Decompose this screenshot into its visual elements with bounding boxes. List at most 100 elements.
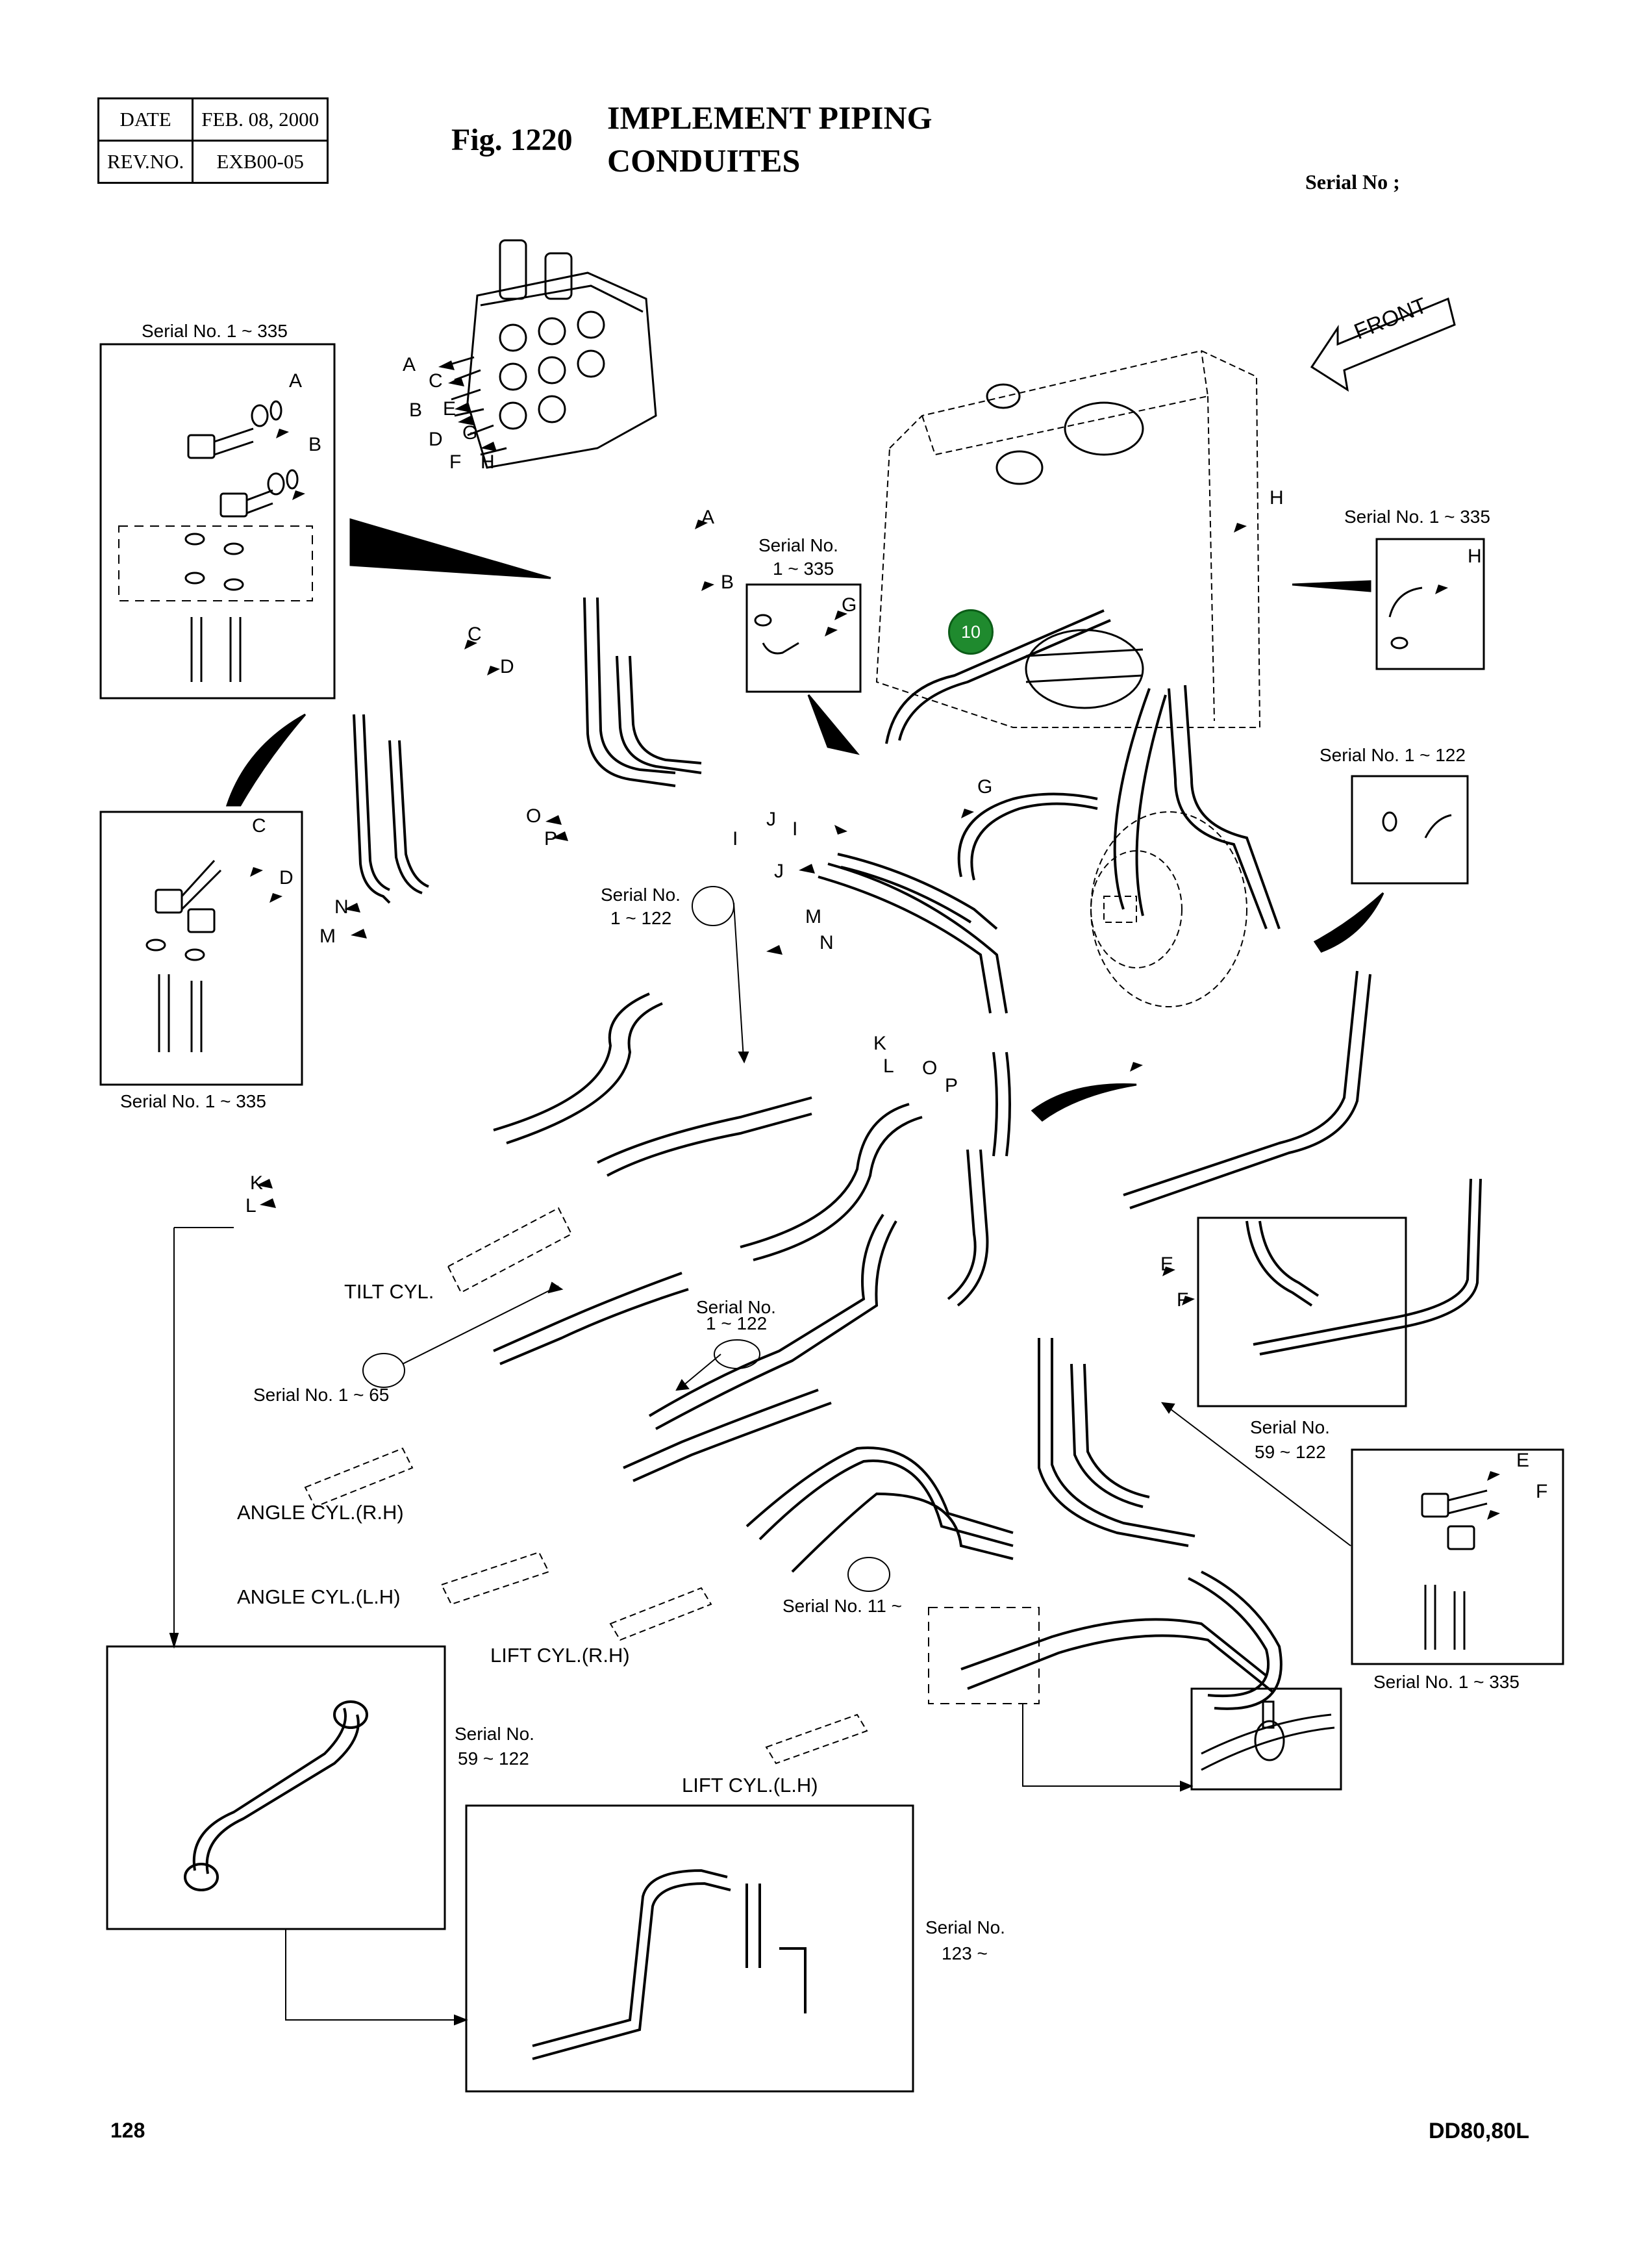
port-letter-e: E — [443, 398, 457, 420]
port-letter-l: L — [883, 1055, 894, 1077]
revision-table: DATE FEB. 08, 2000 REV.NO. EXB00-05 — [97, 97, 329, 184]
port-letter-o: O — [526, 805, 542, 827]
port-letter-i: I — [732, 828, 738, 850]
serial-label-angle-line1: Serial No. — [696, 1297, 776, 1317]
serial-number-header: Serial No ; — [1305, 170, 1400, 194]
label-lift-cyl-lh: LIFT CYL.(L.H) — [682, 1774, 818, 1796]
inset-g-fittings — [754, 614, 799, 655]
port-letter-f: F — [449, 451, 462, 473]
port-letter-d: D — [429, 429, 443, 450]
inset-port-f: F — [1536, 1481, 1548, 1502]
serial-label-lift: Serial No. 11 ~ — [782, 1596, 902, 1616]
port-letter-n-2: N — [820, 932, 834, 953]
inset-box-tilt-59 — [106, 1645, 446, 1930]
inset-port-d: D — [279, 867, 294, 889]
inset-dashed-region — [118, 525, 313, 601]
inset-box-ef-335 — [1351, 1448, 1564, 1665]
inset-box-ef — [1197, 1217, 1407, 1407]
serial-label-angle-line2: 1 ~ 122 — [706, 1313, 768, 1333]
rev-label: REV.NO. — [97, 140, 194, 184]
serial-label-center-line2: 1 ~ 122 — [610, 908, 672, 928]
port-arrows — [250, 360, 1500, 1520]
serial-label-inset-h: Serial No. 1 ~ 335 — [1344, 507, 1490, 527]
port-letter-h: H — [481, 451, 495, 473]
item-marker-circles — [362, 886, 890, 1592]
serial-label-inset-cd: Serial No. 1 ~ 335 — [120, 1091, 266, 1111]
serial-label-g-line2: 1 ~ 335 — [773, 559, 834, 579]
inset-port-e: E — [1516, 1450, 1530, 1471]
date-label: DATE — [97, 97, 194, 142]
cylinders — [304, 1207, 868, 1765]
port-letter-f-2: F — [1177, 1289, 1189, 1311]
inset-tilt-123-tubes — [532, 1869, 807, 2060]
inset-clamp-hoses — [1201, 1700, 1335, 1771]
port-letter-j: J — [766, 809, 776, 830]
item-callout-10: 10 — [948, 609, 994, 655]
inset-tilt-59-tubes — [184, 1700, 368, 1891]
port-letter-c: C — [429, 370, 443, 392]
hydraulic-tank-icon — [875, 349, 1261, 728]
serial-label-inset-ef: Serial No. 1 ~ 335 — [1373, 1672, 1520, 1692]
inset-h-fittings — [1388, 586, 1423, 649]
right-tubes — [1038, 970, 1482, 1547]
serial-label-tilt123-line2: 123 ~ — [942, 1943, 988, 1963]
tubes-cd — [353, 714, 429, 904]
inset-box-tilt-123 — [465, 1804, 914, 2093]
inset-box-serial-122 — [1351, 775, 1469, 885]
pointer-wedge-2 — [1292, 580, 1371, 592]
front-arrow-icon — [1310, 297, 1456, 392]
control-valve-icon — [441, 239, 657, 469]
port-letter-k-2: K — [250, 1172, 264, 1194]
port-letter-g-2: G — [977, 776, 993, 798]
port-letter-l-2: L — [245, 1195, 257, 1217]
inset-box-clamp — [1190, 1687, 1342, 1791]
tank-fittings — [986, 383, 1144, 485]
main-hoses — [818, 609, 1281, 1014]
date-value: FEB. 08, 2000 — [192, 97, 329, 142]
serial-label-inset-122: Serial No. 1 ~ 122 — [1320, 745, 1466, 765]
port-letter-n: N — [334, 896, 349, 918]
cylinder-hoses — [493, 992, 1283, 1710]
port-letter-p: P — [544, 828, 558, 850]
serial-label-tilt123-line1: Serial No. — [925, 1917, 1005, 1937]
pointer-wedge-1 — [349, 518, 551, 579]
label-angle-cyl-lh: ANGLE CYL.(L.H) — [237, 1585, 401, 1608]
serial-label-center-line1: Serial No. — [601, 885, 681, 905]
inset-port-c: C — [252, 815, 266, 837]
port-letter-m: M — [319, 926, 336, 947]
port-letter-b-2: B — [721, 572, 734, 593]
label-angle-cyl-rh: ANGLE CYL.(R.H) — [237, 1501, 404, 1524]
inset-port-h: H — [1468, 546, 1482, 567]
port-letter-p-2: P — [945, 1075, 958, 1096]
pointer-wedge-5 — [1313, 892, 1384, 953]
port-letter-b: B — [409, 399, 423, 421]
port-letter-d-2: D — [500, 656, 514, 677]
connector-lines — [169, 902, 1351, 2026]
serial-label-tilt59-line2: 59 ~ 122 — [458, 1748, 529, 1769]
port-letter-o-2: O — [922, 1057, 938, 1079]
pointer-wedge-4 — [807, 694, 860, 755]
dashed-region-clamp — [928, 1607, 1040, 1704]
serial-label-tilt59-line1: Serial No. — [455, 1724, 534, 1744]
inset-122-fittings — [1382, 811, 1452, 838]
port-letter-a: A — [403, 354, 416, 375]
inset-ab-fittings — [184, 400, 299, 682]
model-number: DD80,80L — [1429, 2119, 1529, 2143]
pointer-wedge-6 — [1031, 1083, 1137, 1122]
port-letter-a-2: A — [701, 507, 715, 528]
figure-number: Fig. 1220 — [451, 123, 573, 157]
pointer-wedge-3 — [225, 713, 307, 807]
inset-cd-fittings — [145, 859, 222, 1052]
inset-box-ab — [99, 343, 336, 700]
page-subtitle: CONDUITES — [607, 142, 801, 179]
inset-box-h — [1375, 538, 1485, 670]
serial-label-ef-line2: 59 ~ 122 — [1255, 1442, 1326, 1462]
port-letter-g: G — [462, 422, 478, 444]
inset-port-a: A — [289, 370, 303, 392]
inset-box-cd — [99, 811, 303, 1086]
inset-port-b: B — [308, 434, 322, 455]
port-letter-i-2: I — [792, 818, 798, 840]
serial-label-tilt-65: Serial No. 1 ~ 65 — [253, 1385, 390, 1405]
tubes-ab — [583, 597, 702, 787]
rev-value: EXB00-05 — [192, 140, 329, 184]
